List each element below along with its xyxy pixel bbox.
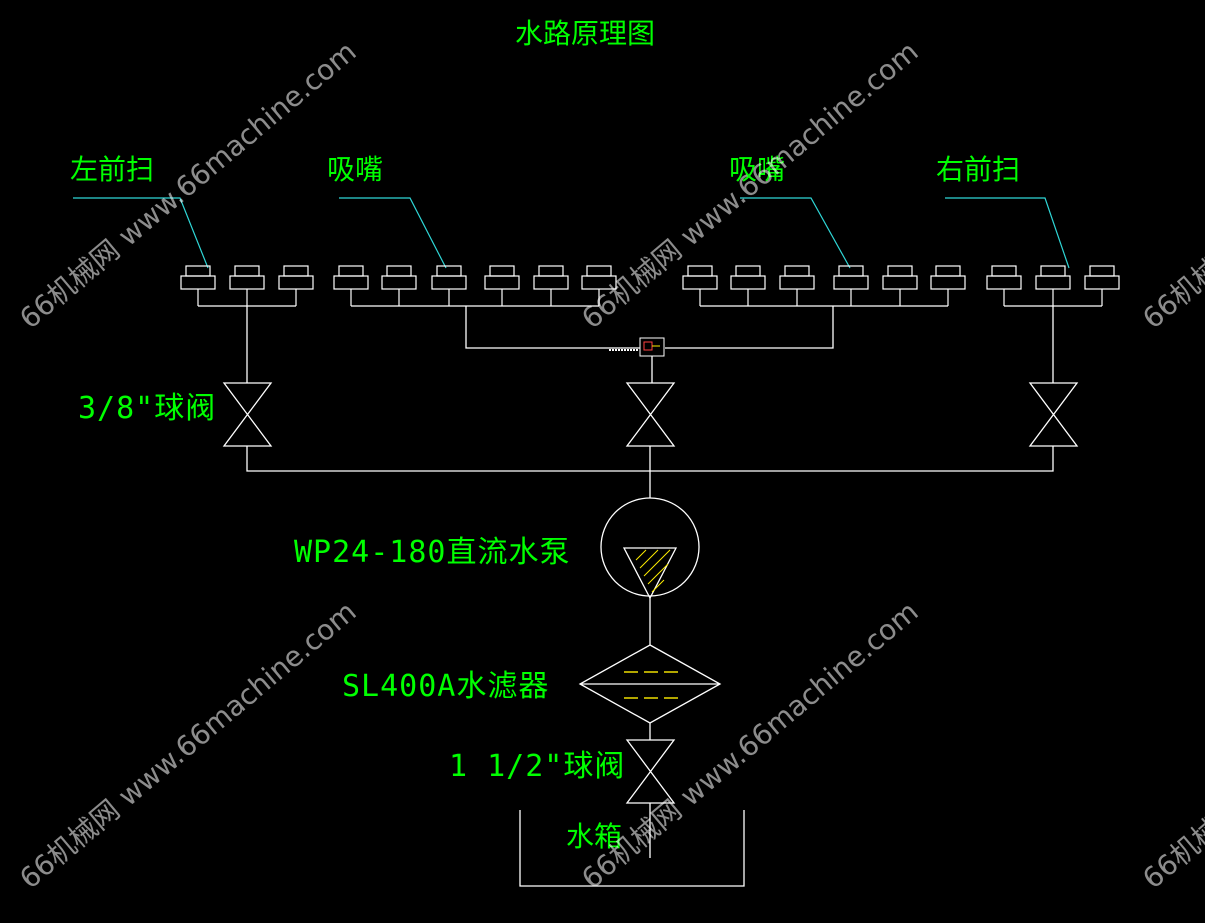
label-ball-valve-3-8: 3/8"球阀 xyxy=(78,391,216,426)
leader-right-front-sweep xyxy=(945,197,1070,269)
watermark-text: 66机械网 www.66machine.com xyxy=(1136,35,1205,336)
ball-valve-bottom xyxy=(625,739,676,804)
nozzle-symbol xyxy=(833,265,869,306)
label-suction-nozzle-right: 吸嘴 xyxy=(729,153,785,186)
nozzle-symbol xyxy=(1035,265,1071,306)
nozzle-symbol xyxy=(986,265,1022,306)
nozzle-symbol xyxy=(431,265,467,306)
pump-symbol xyxy=(600,497,700,600)
nozzle-symbol xyxy=(882,265,918,306)
label-left-front-sweep: 左前扫 xyxy=(70,153,154,186)
nozzle-symbol xyxy=(533,265,569,306)
filter-symbol xyxy=(578,644,722,724)
nozzle-symbol xyxy=(682,265,718,306)
diagram-title: 水路原理图 xyxy=(515,17,655,50)
nozzle-symbol xyxy=(381,265,417,306)
nozzle-symbol xyxy=(333,265,369,306)
label-suction-nozzle-left: 吸嘴 xyxy=(327,153,383,186)
nozzle-group-right-sweep xyxy=(986,265,1120,383)
nozzle-symbol xyxy=(484,265,520,306)
nozzle-symbol xyxy=(278,265,314,306)
label-ball-valve-1-1-2: 1 1/2"球阀 xyxy=(449,749,625,784)
watermark-text: 66机械网 www.66machine.com xyxy=(575,595,924,896)
leader-suction-left xyxy=(339,197,447,269)
label-water-tank: 水箱 xyxy=(566,820,622,853)
center-solenoid-valve xyxy=(609,337,665,383)
nozzle-symbol xyxy=(730,265,766,306)
leader-suction-right xyxy=(740,197,851,269)
pipe-suction-right-branch xyxy=(665,306,834,349)
nozzle-group-left-sweep xyxy=(180,265,314,383)
label-pump: WP24-180直流水泵 xyxy=(294,535,571,570)
watermark-text: 66机械网 www.66machine.com xyxy=(575,35,924,336)
ball-valve-right xyxy=(1028,382,1079,447)
nozzle-symbol xyxy=(779,265,815,306)
nozzle-group-suction-left xyxy=(333,265,617,307)
nozzle-symbol xyxy=(930,265,966,306)
nozzle-group-suction-right xyxy=(682,265,966,307)
ball-valve-center xyxy=(625,382,676,447)
label-filter: SL400A水滤器 xyxy=(342,669,549,704)
nozzle-symbol xyxy=(229,265,265,306)
nozzle-symbol xyxy=(180,265,216,306)
watermark-text: 66机械网 www.66machine.com xyxy=(1136,595,1205,896)
pipe-suction-left-branch xyxy=(465,306,640,349)
label-right-front-sweep: 右前扫 xyxy=(936,153,1020,186)
watermark-text: 66机械网 www.66machine.com xyxy=(13,35,362,336)
watermark-text: 66机械网 www.66machine.com xyxy=(13,595,362,896)
ball-valve-left xyxy=(222,382,273,447)
water-tank-symbol xyxy=(519,810,745,887)
leader-left-front-sweep xyxy=(73,197,209,269)
nozzle-symbol xyxy=(581,265,617,306)
nozzle-symbol xyxy=(1084,265,1120,306)
